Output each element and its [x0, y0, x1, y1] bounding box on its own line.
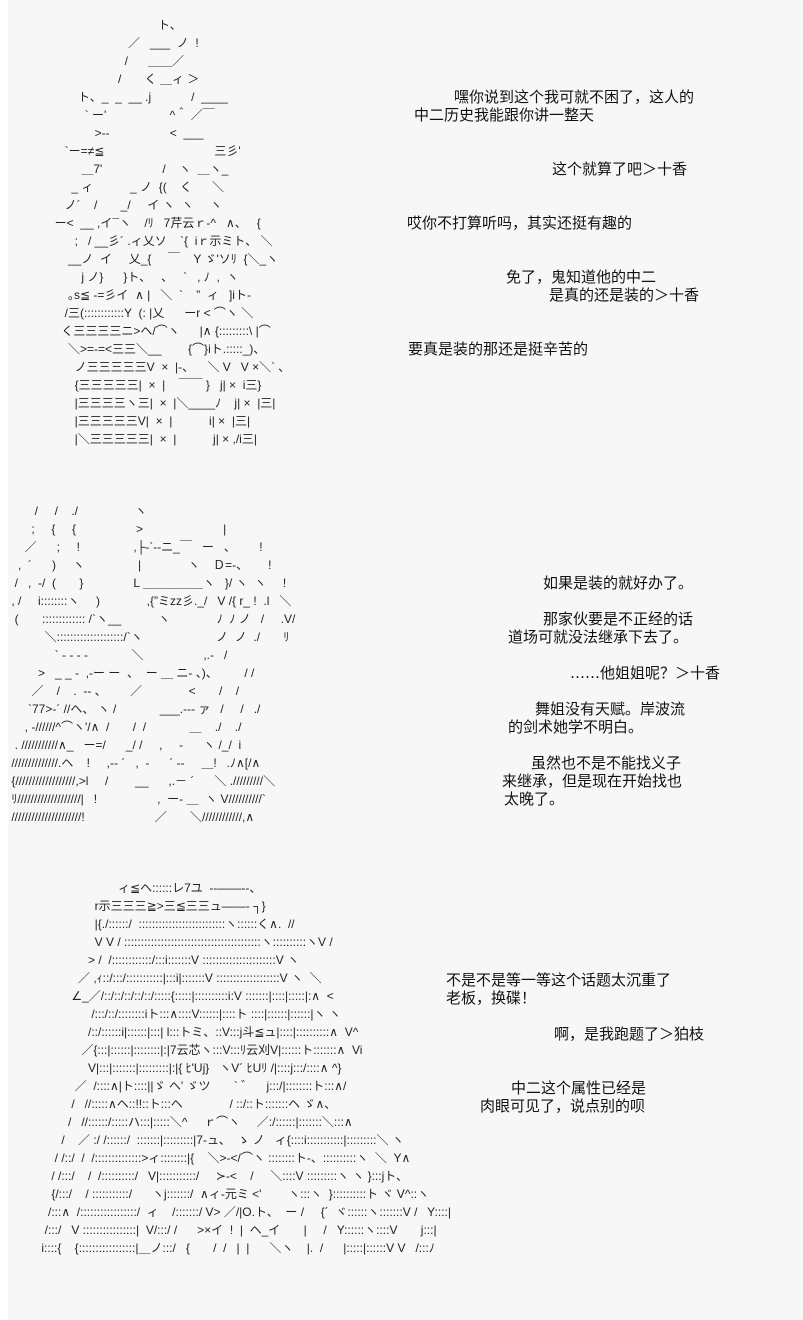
ascii-art-line: r示三三三≧>三≦三三ュ――‐ ┐} [8, 899, 266, 913]
dialog-line: 要真是装的那还是挺辛苦的 [408, 340, 589, 358]
ascii-art-line: ト、_ _ __ .j / ____ [48, 90, 228, 104]
ascii-art-line: >-- < ___ [48, 126, 204, 140]
ascii-art-line: /:::/::/::::::::iト:::∧::::V::::::|::::ト … [8, 1007, 341, 1021]
dialog-line: 免了，鬼知道他的中二 [506, 268, 657, 286]
ascii-art-line: /三(::::::::::::Y (: |乂 ーr < ⌒ヽ ＼ [48, 306, 254, 320]
ascii-art-line: ノ三三三三三V × |‐、 ＼ V V ×＼` ､ [48, 360, 285, 374]
ascii-art-line: / //:::::∧ヘ::!!::ト:::ヘ / ::/::ト:::::::ヘ … [8, 1097, 337, 1111]
dialog-line: 老板，换碟！ [446, 989, 537, 1007]
dialog-line: 是真的还是装的＞十香 [549, 286, 700, 304]
dialog-line: 舞姐没有天赋。岸波流 [535, 700, 686, 718]
ascii-art-line: / く ＿ィ ＞ [48, 72, 200, 86]
ascii-art-line: ; / __彡´ .ィ乂ソ `{ iｒ示ミト、 ＼ [48, 234, 273, 248]
ascii-art-line: `77>-´ //ヘ、 ヽ / ___.--‐ ァ / / ./ [8, 702, 261, 716]
ascii-art-line: __ノ イ 乂_{ ￣ Y ゞ'ソﾘ {＼_ヽ [48, 252, 279, 266]
ascii-art-line: ／{:::|::::::|::::::::|:|7云芯ヽ:::V:::ﾘ云刈V|… [8, 1043, 363, 1057]
ascii-art-line: {/:::/ / :::::::::::/ ヽj:::::::/ ∧ィ-元ミ <… [8, 1187, 430, 1201]
ascii-art-line: ／ /::::∧|ト::::||ゞ ヘ' ゞツ ` ゛ j:::/|::::::… [8, 1079, 347, 1093]
ascii-art-line: ／ ,ｨ::/:::/:::::::::::|:::i|:::::::V :::… [8, 971, 322, 985]
dialog-line: 的剑术她学不明白。 [508, 718, 644, 736]
ascii-art-line: / , -/ ( } L ＿＿＿＿＿ヽ }/ ヽ ヽ ! [8, 576, 287, 590]
ascii-art-line: / /::/ / /::::::::::::::>ィ::::::::|{ ＼>-… [8, 1151, 411, 1165]
dialog-line: 哎你不打算听吗，其实还挺有趣的 [407, 214, 633, 232]
ascii-art-line: ; { { > | [8, 522, 227, 536]
ascii-art-line: ノ´ / _/ イ ヽ ヽ ヽ [48, 198, 223, 212]
ascii-art-line: / /:::/ / /::::::::::/ V|:::::::::::/ ≻‐… [8, 1169, 409, 1183]
dialog-line: 如果是装的就好办了。 [543, 574, 694, 592]
ascii-art-line: ( ::::::::::::: /`ヽ__ ヽ ﾉ ﾉ ノ / .V/ [8, 612, 296, 626]
dialog-line: 来继承，但是现在开始找也 [502, 772, 683, 790]
page-margin [0, 0, 8, 1320]
dialog-line: 太晚了。 [504, 790, 565, 808]
dialog-line: 中二历史我能跟你讲一整天 [414, 106, 595, 124]
ascii-art-line: / / ./ ヽ [8, 504, 147, 518]
ascii-art-line: / ／ :/ /::::::/ :::::::|:::::::::|7-ュ、 ゝ… [8, 1133, 404, 1147]
dialog-line: 不是不是等一等这个话题太沉重了 [446, 971, 672, 989]
ascii-art-line: ＼::::::::::::::::::::/`ヽ ノ ノ ./ ﾘ [8, 630, 290, 644]
dialog-line: 嘿你说到这个我可就不困了，这人的 [454, 88, 695, 106]
ascii-art-line: く三三三三ニ>ヘ/⌒ヽ |∧ {:::::::::\ |⌒ [48, 324, 271, 338]
ascii-art-line: /::/::::::i|::::::|:::| l:::トミ、::V:::j斗≦… [8, 1025, 359, 1039]
ascii-art-line: V V / ::::::::::::::::::::::::::::::::::… [8, 935, 333, 949]
ascii-art-line: ／ / . -- 、 ／ < / / [8, 684, 240, 698]
ascii-art-line: |三三三三ヽ三| × |＼____ﾉ j| × |三| [48, 396, 276, 410]
panel-2: / / ./ ヽ ; { { > | ／ ; ! ,├‐`‐-ニ_￣ ー 、 !… [8, 496, 803, 836]
ascii-art-line: / ＿＿／ [48, 54, 185, 68]
ascii-art-line: i::::{ {:::::::::::::::::|＿ノ:::/ { / / |… [8, 1241, 435, 1255]
dialog-line: 道场可就没法继承下去了。 [508, 628, 689, 646]
ascii-art-line: ＿7' / ヽ ＿ヽ_ [48, 162, 229, 176]
ascii-art-character-2: / / ./ ヽ ; { { > | ／ ; ! ,├‐`‐-ニ_￣ ー 、 !… [8, 502, 295, 826]
ascii-art-line: /////////////////////! ／ ＼////////////,∧ [8, 810, 255, 824]
panel-3: ィ≦ヘ::::::レ7ユ -‐――‐-、 r示三三三≧>三≦三三ュ――‐ ┐} … [8, 875, 803, 1295]
ascii-art-line: ` ー' ^＾ ／￣ [48, 108, 215, 122]
ascii-art-line: ィ≦ヘ::::::レ7ユ -‐――‐-、 [8, 881, 262, 895]
ascii-art-line: _ ィ _ ノ {( く ＼ [48, 180, 225, 194]
ascii-art-line: ト、 [48, 18, 182, 32]
ascii-art-line: {三三三三三| × | ￣￣ } j| × i三} [48, 378, 262, 392]
ascii-art-line: , ´ ) ヽ | ヽ Ｄ=-、 ! [8, 558, 272, 572]
ascii-art-line: {//////////////////,>l / __ ,.－ ´ ＼ .///… [8, 774, 276, 788]
dialog-line: 肉眼可见了，说点别的呗 [480, 1097, 646, 1115]
ascii-art-line: ／ ___ ノ ! [48, 36, 199, 50]
ascii-art-line: |{./::::::/ ::::::::::::::::::::::::::ヽ:… [8, 917, 295, 931]
ascii-art-line: ` ‐ ‐ ‐ ‐ ＼ ,.- / [8, 648, 228, 662]
ascii-art-line: /:::/ V ::::::::::::::::| V/:::/ / >×イ !… [8, 1223, 437, 1237]
ascii-art-line: |三三三三三V| × | i| × |三| [48, 414, 251, 428]
ascii-art-line: > _ _ - ,‐ー ー 、 ー ＿ ニ‐ 、)、 / / [8, 666, 255, 680]
ascii-art-line: ＼>=-=<三三＼__ {⌒}iト.:::::_)、 [48, 342, 266, 356]
ascii-art-line: //////////////.ヘ ! ,-‐ ´ , - ´ ‐‐ ＿! .ﾉ∧… [8, 756, 261, 770]
dialog-line: 这个就算了吧＞十香 [552, 160, 688, 178]
ascii-art-line: |＼三三三三三| × | j| × ,/i三| [48, 432, 257, 446]
ascii-art-line: j ノ} }ト、 、 ` , ﾉ , ヽ [48, 270, 239, 284]
dialog-line: 那家伙要是不正经的话 [543, 610, 694, 628]
ascii-art-line: ／ ; ! ,├‐`‐-ニ_￣ ー 、 ! [8, 540, 263, 554]
dialog-line: ……他姐姐呢？＞十香 [570, 664, 721, 682]
dialog-line: 中二这个属性已经是 [511, 1079, 647, 1097]
ascii-art-character-3: ィ≦ヘ::::::レ7ユ -‐――‐-、 r示三三三≧>三≦三三ュ――‐ ┐} … [8, 879, 451, 1257]
panel-1: ト、 ／ ___ ノ ! / ＿＿／ / く ＿ィ ＞ ト、_ _ __ .j … [8, 10, 803, 450]
ascii-art-line: > / /::::::::::::/:::i:::::::V :::::::::… [8, 953, 300, 967]
ascii-art-line: ∠_／/::/::/::/::/::/:::::{:::::|:::::::::… [8, 989, 334, 1003]
ascii-art-line: ｡s≦ -=彡イ ∧ | ＼ ` ” ィ ]iト- [48, 288, 251, 302]
ascii-art-line: . ///////////∧_ ー=/ _/ / , - ヽ /_/ i [8, 738, 242, 752]
ascii-art-line: ー< __ ,イ¯ヽ /ﾘ 7芹云ｒ-^ ∧、 { [48, 216, 261, 230]
ascii-art-line: / //::::::/:::::ハ:::|:::::＼^ ｒ⌒ヽ ／:/::::… [8, 1115, 353, 1129]
ascii-art-line: , -//////^⌒ヽ'/∧ / / / ＿ ./ ./ [8, 720, 242, 734]
ascii-art-line: /:::∧ /:::::::::::::::::/ ィ /:::::::/ V>… [8, 1205, 451, 1219]
ascii-art-line: `ー=≠≦ 三彡' [48, 144, 241, 158]
ascii-art-character-1: ト、 ／ ___ ノ ! / ＿＿／ / く ＿ィ ＞ ト、_ _ __ .j … [48, 16, 285, 448]
dialog-line: 虽然也不是不能找义子 [531, 754, 682, 772]
ascii-art-line: , / i::::::::ヽ ) ,{”ミzz彡._/ V /{ r_ ! .l… [8, 594, 292, 608]
dialog-line: 啊，是我跑题了＞狛枝 [554, 1025, 705, 1043]
ascii-art-line: V|:::|:::::::|:::::::::|:|{ ﾋ'Uj} ヽV´ ﾋU… [8, 1061, 342, 1075]
ascii-art-line: ﾘ///////////////////| ! , ー- ＿ ヽ V//////… [8, 792, 266, 806]
